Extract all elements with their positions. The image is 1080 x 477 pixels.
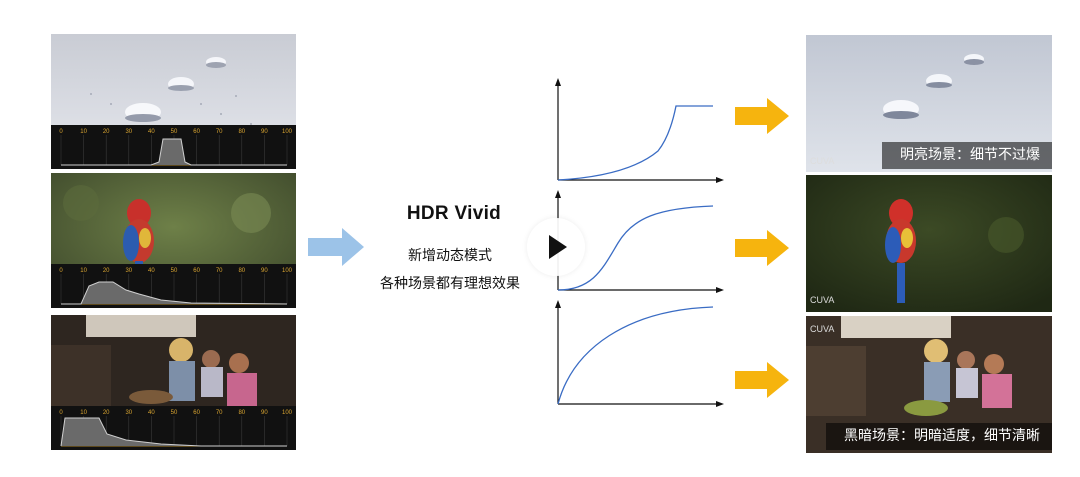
histogram-tick-label: 40 [148,129,155,135]
histogram-tick-label: 50 [171,268,178,274]
cuva-watermark: CUVA [810,324,835,334]
histogram-tick-label: 10 [80,129,87,135]
orange-arrow-icon [735,230,789,266]
histogram-tick-label: 30 [125,129,132,135]
histogram-tick-label: 40 [148,268,155,274]
dark-scene-caption: 黑暗场景：明暗适度，细节清晰 [826,423,1052,450]
histogram-tick-label: 20 [103,268,110,274]
bright-scene-caption: 明亮场景：细节不过爆 [882,142,1052,169]
histogram-tick-label: 60 [193,410,200,416]
orange-arrow-icon [735,362,789,398]
x-axis-arrow-icon [716,177,724,183]
y-axis-arrow-icon [555,300,561,308]
play-icon [549,235,567,259]
histogram-tick-label: 60 [193,129,200,135]
output-panel-mid: CUVA [806,175,1052,312]
histogram-tick-label: 90 [261,410,268,416]
tone-curve-dark [555,300,724,407]
histogram-kitchen: 0 10 20 30 40 50 60 70 80 90 100 [51,406,296,450]
histogram-tick-label: 50 [171,410,178,416]
histogram-tick-label: 80 [238,268,245,274]
histogram-tick-label: 70 [216,410,223,416]
histogram-tick-label: 70 [216,268,223,274]
source-panel-parrot: 0 10 20 30 40 50 60 70 80 90 100 [51,173,296,308]
histogram-tick-label: 60 [193,268,200,274]
histogram-tick-label: 0 [59,410,63,416]
y-axis-arrow-icon [555,190,561,198]
histogram-tick-label: 40 [148,410,155,416]
histogram-tick-label: 90 [261,129,268,135]
x-axis-arrow-icon [716,401,724,407]
output-panel-dark: CUVA 黑暗场景：明暗适度，细节清晰 [806,316,1052,453]
source-panel-kitchen: 0 10 20 30 40 50 60 70 80 90 100 [51,315,296,450]
play-button[interactable] [527,218,585,276]
cuva-watermark: CUVA [810,156,835,166]
tone-curve-bright [555,78,724,183]
histogram-tick-label: 0 [59,268,63,274]
feature-line-2: 各种场景都有理想效果 [380,276,520,292]
histogram-tick-label: 100 [282,410,293,416]
orange-arrow-icon [735,98,789,134]
output-panel-bright: CUVA 明亮场景：细节不过爆 [806,35,1052,172]
histogram-tick-label: 50 [171,129,178,135]
histogram-tick-label: 30 [125,268,132,274]
histogram-tick-label: 10 [80,268,87,274]
source-panel-snow: 0 10 20 30 40 50 60 70 80 90 100 [51,34,296,169]
parrot-output-image [806,175,1052,312]
histogram-tick-label: 100 [282,268,293,274]
histogram-snow: 0 10 20 30 40 50 60 70 80 90 100 [51,125,296,169]
blue-arrow-icon [308,228,364,266]
histogram-tick-label: 100 [282,129,293,135]
histogram-tick-label: 30 [125,410,132,416]
histogram-tick-label: 70 [216,129,223,135]
histogram-tick-label: 80 [238,410,245,416]
y-axis-arrow-icon [555,78,561,86]
cuva-watermark: CUVA [810,295,835,305]
histogram-tick-label: 0 [59,129,63,135]
feature-line-1: 新增动态模式 [408,248,492,264]
histogram-tick-label: 80 [238,129,245,135]
x-axis-arrow-icon [716,287,724,293]
histogram-tick-label: 20 [103,129,110,135]
histogram-parrot: 0 10 20 30 40 50 60 70 80 90 100 [51,264,296,308]
histogram-tick-label: 10 [80,410,87,416]
histogram-tick-label: 90 [261,268,268,274]
histogram-tick-label: 20 [103,410,110,416]
hdr-vivid-title: HDR Vivid [406,203,502,224]
